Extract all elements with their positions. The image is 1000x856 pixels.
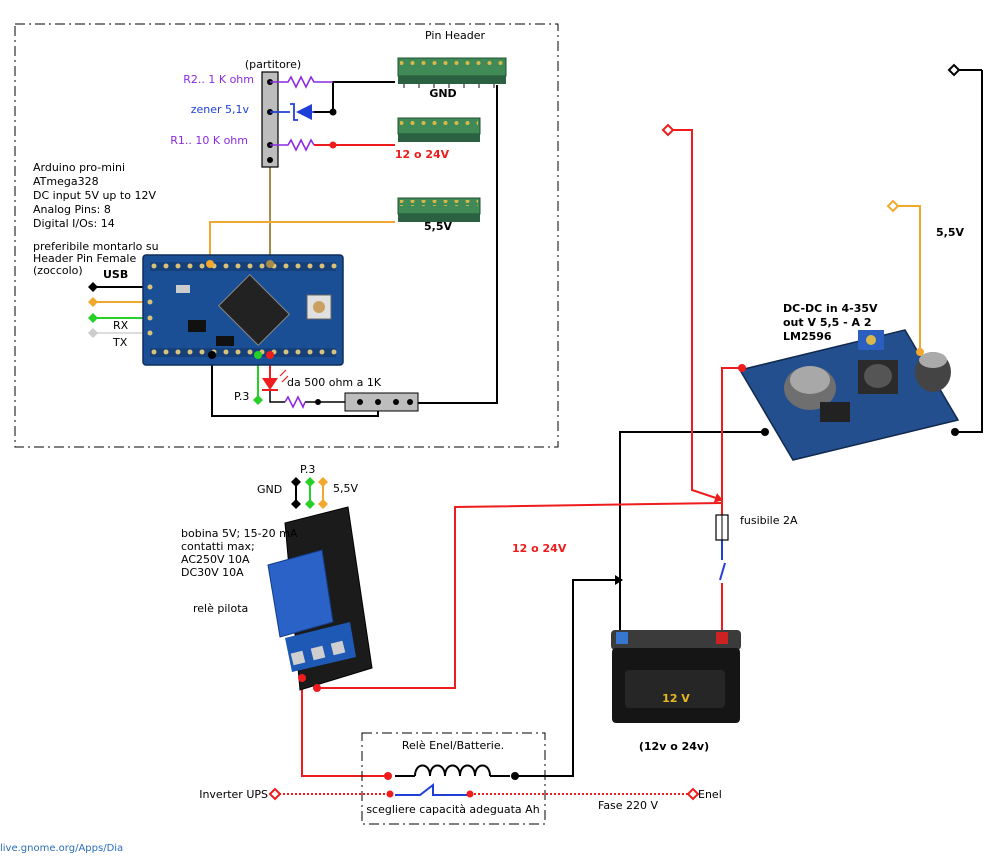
converter-line: DC-DC in 4-35V — [783, 302, 878, 315]
divider-terminal-strip — [261, 71, 279, 168]
gnd-down-wire — [418, 85, 498, 404]
relay-vcc-label: 5,5V — [333, 482, 358, 495]
relay-spec-line: DC30V 10A — [181, 566, 244, 579]
relay-spec-line: bobina 5V; 15-20 mA — [181, 527, 298, 540]
power-relay-note: scegliere capacità adeguata Ah — [366, 803, 539, 816]
enel-terminal — [686, 787, 700, 801]
dcdc-feed-wire — [721, 367, 742, 515]
arduino-note-line: Header Pin Female — [33, 252, 136, 265]
tx-label: TX — [112, 336, 128, 349]
gnd-junction — [329, 108, 337, 116]
arduino-section-frame — [14, 23, 559, 448]
relay-pin-label: P.3 — [300, 463, 315, 476]
arduino-info-line: ATmega328 — [33, 175, 99, 188]
battery-voltage-label: 12 V — [662, 692, 690, 705]
fuse — [715, 514, 729, 541]
relay-feed-wire — [317, 502, 723, 689]
output-terminal-orange — [886, 199, 900, 213]
inverter-terminal — [268, 787, 282, 801]
p3-connector — [253, 395, 263, 405]
battery — [611, 630, 741, 723]
phase-junction-right — [466, 790, 474, 798]
power-relay-title: Relè Enel/Batterie. — [402, 739, 504, 752]
arduino-note-line: (zoccolo) — [33, 264, 83, 277]
inverter-label: Inverter UPS — [199, 788, 268, 801]
r2-resistor — [270, 75, 333, 89]
input-junction — [329, 141, 337, 149]
power-relay-frame — [361, 732, 546, 825]
r1-resistor — [270, 138, 315, 152]
arduino-info-line: DC input 5V up to 12V — [33, 189, 156, 202]
dcdc-output-wire — [893, 205, 921, 352]
vcc-header-label: 5,5V — [424, 220, 452, 233]
battery-caption: (12v o 24v) — [639, 740, 709, 753]
relay-gnd-label: GND — [257, 483, 282, 496]
vcc-header-wire — [209, 221, 395, 262]
arduino-note-line: preferibile montarlo su — [33, 240, 159, 253]
arduino-info-line: Analog Pins: 8 — [33, 203, 111, 216]
phase-junction-left — [386, 790, 394, 798]
divider-title: (partitore) — [245, 58, 301, 71]
coil-terminal-left — [384, 772, 392, 780]
power-relay-coil — [395, 764, 510, 777]
converter-line: LM2596 — [783, 330, 832, 343]
pin-header-title: Pin Header — [425, 29, 485, 42]
led-pin-label: P.3 — [234, 390, 249, 403]
fuse-label: fusibile 2A — [740, 514, 798, 527]
zener-label: zener 5,1v — [191, 103, 250, 116]
relay-spec-line: contatti max; — [181, 540, 255, 553]
relay-specs: bobina 5V; 15-20 mA contatti max; AC250V… — [181, 527, 298, 579]
dcdc-converter-board — [738, 329, 960, 461]
rail-voltage-label: 5,5V — [936, 226, 964, 239]
gnd-label: GND — [429, 87, 456, 100]
resistor-junction — [315, 399, 321, 405]
led-terminal-strip — [344, 392, 419, 412]
led-resistor — [284, 395, 306, 409]
ground-terminal-black — [947, 63, 961, 77]
line-voltage-label: 12 o 24V — [512, 542, 567, 555]
r2-label: R2.. 1 K ohm — [183, 73, 254, 86]
arduino-pin-dots — [206, 260, 274, 359]
converter-info: DC-DC in 4-35V out V 5,5 - A 2 LM2596 — [783, 302, 878, 343]
relay-spec-line: AC250V 10A — [181, 553, 250, 566]
led-resistor-wire — [269, 390, 285, 403]
arduino-side-connectors — [88, 282, 98, 338]
arduino-info-line: Digital I/Os: 14 — [33, 217, 115, 230]
footer-link[interactable]: live.gnome.org/Apps/Dia — [0, 843, 124, 854]
phase-label: Fase 220 V — [598, 799, 659, 812]
inverter-feed-wire — [301, 680, 388, 777]
converter-line: out V 5,5 - A 2 — [783, 316, 872, 329]
dcdc-terminals — [738, 348, 959, 436]
r1-label: R1.. 10 K ohm — [170, 134, 248, 147]
fuse-input-wire — [668, 129, 723, 503]
switch-wire — [719, 562, 726, 581]
zener-diode — [270, 103, 314, 121]
input-voltage-label: 12 o 24V — [395, 148, 450, 161]
enel-label: Enel — [698, 788, 722, 801]
relay-module-pins — [291, 477, 328, 692]
arduino-info-line: Arduino pro-mini — [33, 161, 125, 174]
power-relay-contact — [395, 782, 470, 796]
arduino-info: Arduino pro-mini ATmega328 DC input 5V u… — [33, 161, 159, 277]
relay-module-name: relè pilota — [193, 602, 248, 615]
enel-relay-return-wire — [515, 575, 623, 777]
rx-label: RX — [113, 319, 129, 332]
coil-terminal-right — [511, 772, 519, 780]
gnd-header-wire — [314, 81, 395, 113]
usb-label: USB — [103, 268, 128, 281]
status-led — [262, 369, 289, 391]
relay-module — [267, 506, 373, 691]
led-resistor-label: da 500 ohm a 1K — [287, 376, 382, 389]
dcdc-input-wire — [955, 70, 983, 433]
input-terminal-red — [661, 123, 675, 137]
arduino-pro-mini-board — [142, 254, 344, 366]
pin-header-gnd — [397, 57, 507, 88]
pin-header-input — [397, 117, 481, 142]
arduino-side-wires — [93, 286, 145, 334]
pin-header-vcc — [397, 197, 481, 222]
wires — [209, 70, 983, 777]
